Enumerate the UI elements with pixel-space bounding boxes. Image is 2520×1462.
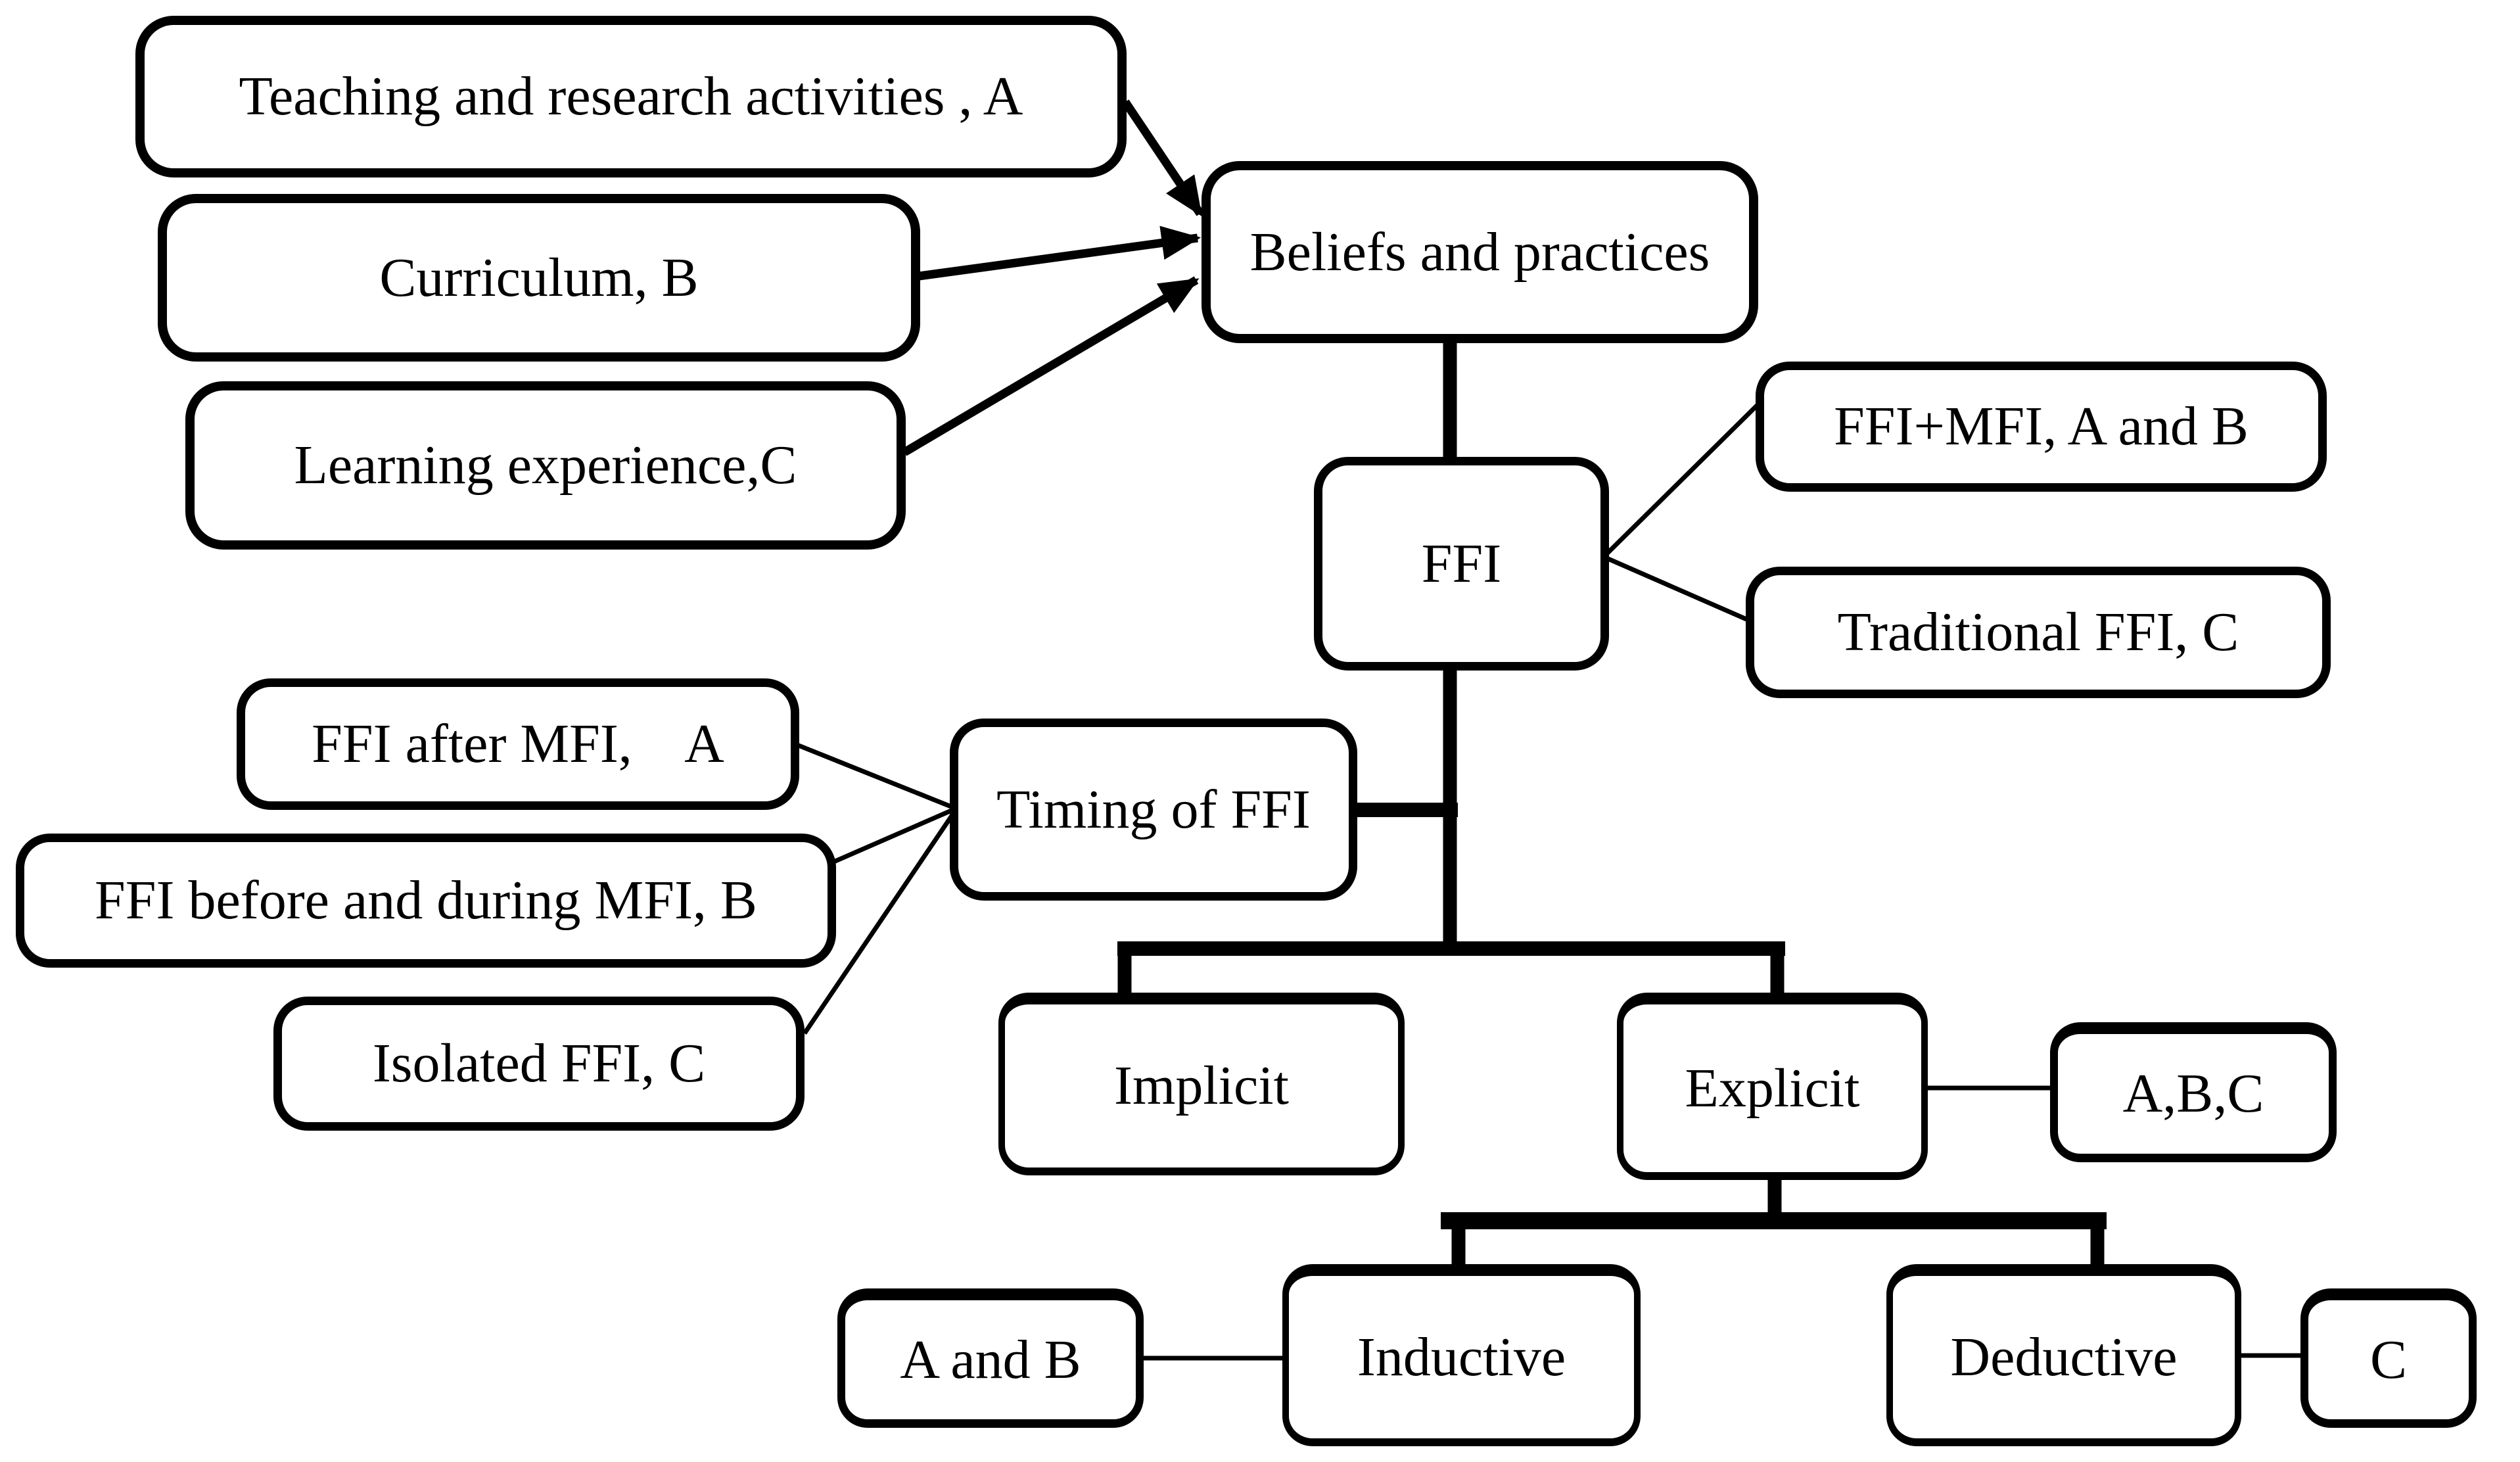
node-label: FFI before and during MFI, B bbox=[95, 870, 757, 931]
node-traditional-ffi: Traditional FFI, C bbox=[1746, 567, 2331, 698]
node-label: Inductive bbox=[1357, 1326, 1566, 1388]
node-timing-of-ffi: Timing of FFI bbox=[950, 719, 1357, 901]
node-a-and-b: A and B bbox=[837, 1288, 1144, 1428]
node-explicit: Explicit bbox=[1617, 993, 1928, 1180]
node-label: FFI after MFI, A bbox=[312, 713, 724, 774]
node-label: Deductive bbox=[1950, 1326, 2178, 1388]
node-ffi: FFI bbox=[1314, 457, 1609, 671]
node-label: Learning experience,C bbox=[294, 435, 797, 496]
node-label: Timing of FFI bbox=[996, 778, 1311, 840]
node-ffi-before-and-during-mfi: FFI before and during MFI, B bbox=[16, 834, 836, 968]
arrow-curriculum-to-beliefs bbox=[918, 225, 1202, 281]
node-c: C bbox=[2300, 1288, 2477, 1428]
node-beliefs-and-practices: Beliefs and practices bbox=[1202, 161, 1758, 343]
node-label: C bbox=[2369, 1329, 2408, 1390]
edge-before-to-timing bbox=[831, 807, 956, 865]
edge-ffi-to-traditional bbox=[1604, 555, 1752, 624]
node-label: Curriculum, B bbox=[379, 247, 699, 308]
node-label: FFI bbox=[1421, 532, 1502, 594]
node-teaching-research-activities: Teaching and research activities , A bbox=[135, 16, 1127, 177]
node-label: Isolated FFI, C bbox=[372, 1033, 706, 1094]
node-inductive: Inductive bbox=[1282, 1264, 1641, 1446]
node-ffi-after-mfi: FFI after MFI, A bbox=[237, 678, 799, 810]
node-label: Traditional FFI, C bbox=[1837, 601, 2239, 663]
node-isolated-ffi: Isolated FFI, C bbox=[273, 997, 805, 1131]
node-label: Beliefs and practices bbox=[1249, 221, 1710, 283]
edge-after-to-timing bbox=[794, 742, 956, 811]
node-label: A,B,C bbox=[2122, 1063, 2264, 1124]
node-deductive: Deductive bbox=[1886, 1264, 2241, 1446]
node-label: FFI+MFI, A and B bbox=[1834, 396, 2249, 457]
edge-isolated-to-timing bbox=[803, 811, 956, 1035]
node-ffi-plus-mfi: FFI+MFI, A and B bbox=[1756, 362, 2327, 492]
node-label: A and B bbox=[900, 1329, 1081, 1390]
node-label: Explicit bbox=[1685, 1057, 1860, 1119]
arrow-learning-to-beliefs bbox=[902, 276, 1200, 456]
node-implicit: Implicit bbox=[998, 993, 1405, 1175]
edge-ffi-to-ffimfi bbox=[1603, 399, 1763, 557]
node-curriculum: Curriculum, B bbox=[158, 194, 920, 362]
node-learning-experience: Learning experience,C bbox=[185, 381, 906, 550]
node-abc: A,B,C bbox=[2050, 1022, 2337, 1162]
node-label: Implicit bbox=[1114, 1055, 1289, 1116]
arrow-teaching-to-beliefs bbox=[1121, 99, 1204, 217]
node-label: Teaching and research activities , A bbox=[239, 66, 1023, 127]
